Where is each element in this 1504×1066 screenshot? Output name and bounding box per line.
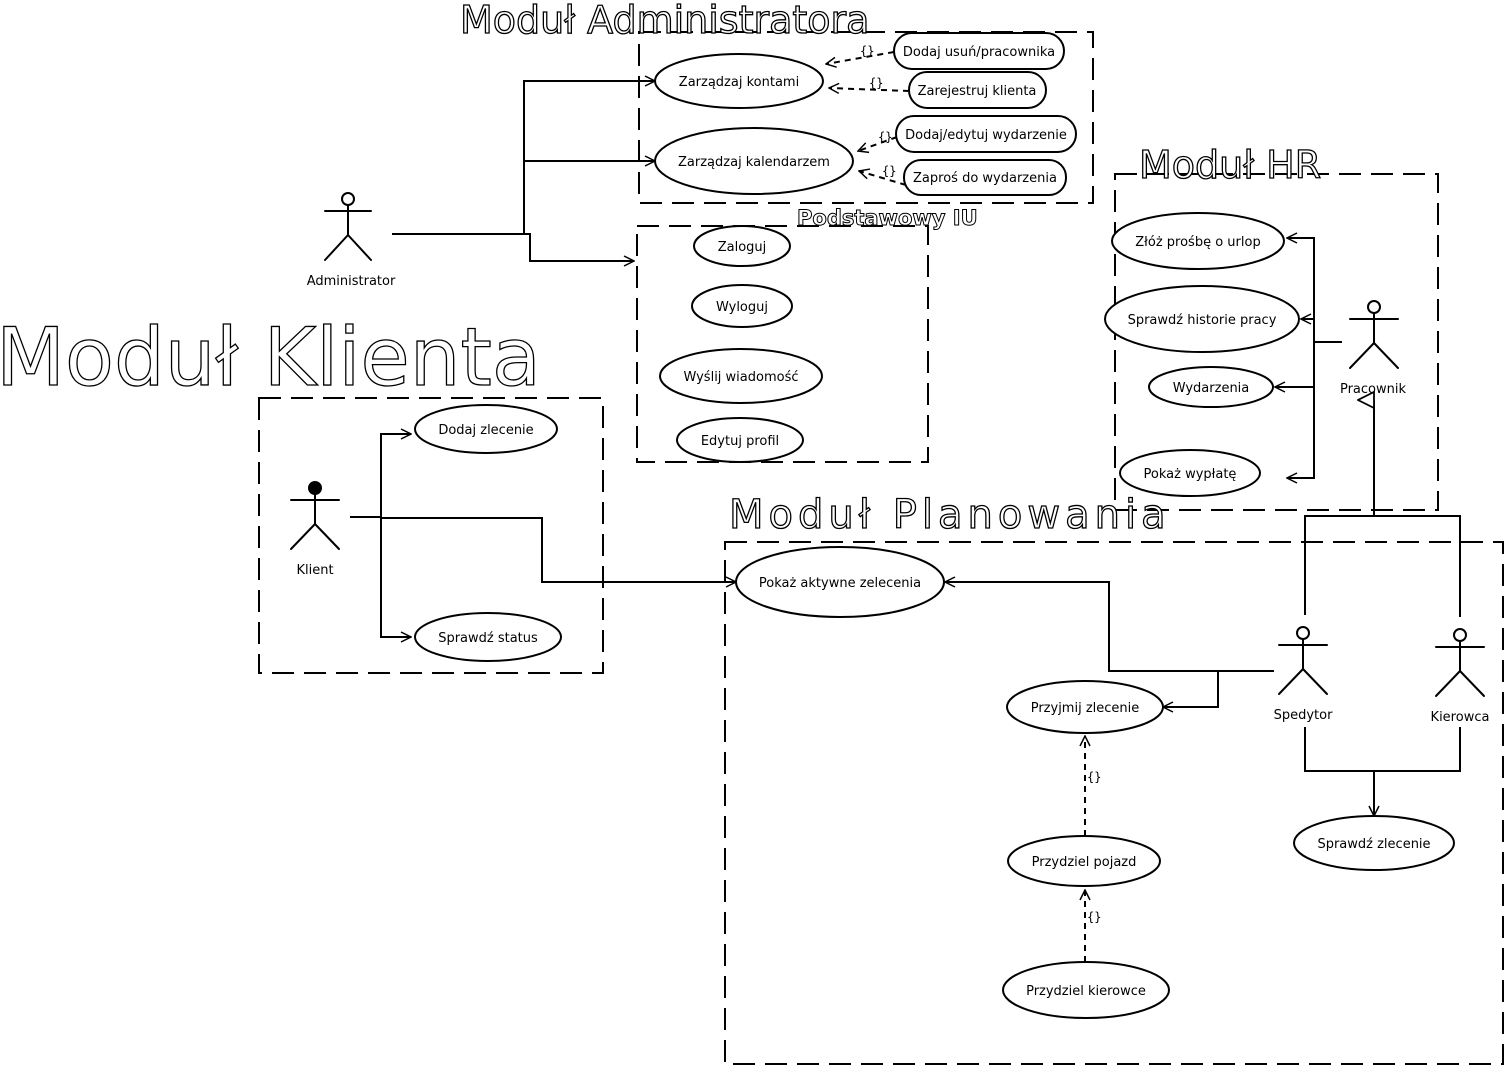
label-administrator: Administrator <box>307 274 396 289</box>
assoc-spedytor-przyjmij <box>1163 671 1219 707</box>
generalization-spedytor-kierowca <box>1304 515 1461 617</box>
basic-ui-module-title: Podstawowy IU <box>797 206 978 230</box>
use-case-edytuj-profil[interactable] <box>676 417 804 463</box>
label-zarejestruj-klienta: Zarejestruj klienta <box>918 84 1037 99</box>
label-zarzadzaj-kalendarzem: Zarządzaj kalendarzem <box>678 155 830 170</box>
use-case-sprawdz-historie[interactable] <box>1104 285 1300 353</box>
dep-dodaj-edytuj-to-kalendarzem <box>858 136 898 151</box>
use-case-sprawdz-status[interactable] <box>414 612 562 662</box>
label-dodaj-usun-pracownika: Dodaj usuń/pracownika <box>903 45 1055 60</box>
actor-administrator[interactable] <box>324 192 372 261</box>
label-dodaj-zlecenie: Dodaj zlecenie <box>438 423 533 438</box>
dep-zarejestruj-to-kontami <box>829 88 910 91</box>
client-module-title: Moduł Klienta <box>0 311 541 404</box>
label-pokaz-aktywne: Pokaż aktywne zelecenia <box>759 576 921 591</box>
dep-zapros-to-kalendarzem <box>859 171 907 186</box>
hr-module-title: Moduł HR <box>1139 143 1321 187</box>
label-zaloguj: Zaloguj <box>718 240 767 255</box>
use-case-wyloguj[interactable] <box>691 284 793 328</box>
relation-label: {} <box>882 164 896 178</box>
actor-pracownik[interactable] <box>1349 300 1399 369</box>
label-pracownik: Pracownik <box>1340 382 1407 397</box>
use-case-zapros-do-wydarzenia[interactable] <box>903 159 1067 196</box>
label-spedytor: Spedytor <box>1274 708 1333 723</box>
assoc-klient-sprawdz-status <box>380 517 411 637</box>
admin-module-title: Moduł Administratora <box>460 0 869 42</box>
actor-spedytor[interactable] <box>1278 626 1328 695</box>
assoc-klient-pokaz-aktywne <box>381 517 736 582</box>
use-case-pokaz-wyplate[interactable] <box>1119 449 1261 497</box>
use-case-dodaj-zlecenie[interactable] <box>414 404 558 454</box>
use-case-dodaj-usun-pracownika[interactable] <box>893 32 1065 70</box>
label-wyloguj: Wyloguj <box>716 300 768 315</box>
use-case-dodaj-edytuj-wydarzenie[interactable] <box>895 115 1077 153</box>
dep-dodaj-usun-to-kontami <box>826 51 895 64</box>
planning-module-title: Moduł Planowania <box>729 492 1171 538</box>
relation-label: {} <box>1087 770 1101 784</box>
label-edytuj-profil: Edytuj profil <box>701 434 779 449</box>
hr-module-boundary <box>1114 173 1439 511</box>
label-przyjmij-zlecenie: Przyjmij zlecenie <box>1031 701 1140 716</box>
label-zapros-do-wydarzenia: Zaproś do wydarzenia <box>913 171 1057 186</box>
label-sprawdz-status: Sprawdź status <box>438 631 538 646</box>
assoc-pracownik-bus <box>1287 238 1342 343</box>
relation-label: {} <box>869 76 883 90</box>
basic-ui-module-boundary <box>636 225 929 463</box>
label-kierowca: Kierowca <box>1431 710 1490 725</box>
assoc-pracownik-wyplate <box>1287 342 1315 478</box>
label-wyslij-wiadomosc: Wyślij wiadomość <box>683 370 798 385</box>
label-zarzadzaj-kontami: Zarządzaj kontami <box>679 75 799 90</box>
use-case-zloz-prosbe[interactable] <box>1111 212 1285 270</box>
relation-label: {} <box>878 130 892 144</box>
label-dodaj-edytuj-wydarzenie: Dodaj/edytuj wydarzenie <box>905 128 1067 143</box>
label-wydarzenia: Wydarzenia <box>1173 381 1250 396</box>
relation-label: {} <box>1087 910 1101 924</box>
label-przydziel-pojazd: Przydziel pojazd <box>1032 855 1137 870</box>
label-klient: Klient <box>296 563 333 578</box>
use-case-wydarzenia[interactable] <box>1148 366 1274 408</box>
client-module-boundary <box>258 397 604 674</box>
assoc-admin-kontami <box>392 81 655 235</box>
assoc-spedytor-sprawdz-zlecenie <box>1304 727 1461 772</box>
label-przydziel-kierowce: Przydziel kierowce <box>1026 984 1146 999</box>
planning-module-boundary <box>724 541 1504 1065</box>
admin-module-boundary <box>638 31 1094 204</box>
label-sprawdz-historie: Sprawdź historie pracy <box>1128 313 1277 328</box>
label-sprawdz-zlecenie: Sprawdź zlecenie <box>1317 837 1430 852</box>
actor-klient[interactable] <box>290 481 340 550</box>
label-pokaz-wyplate: Pokaż wypłatę <box>1144 467 1237 482</box>
assoc-spedytor-pokaz-aktywne <box>945 582 1274 672</box>
relation-label: {} <box>860 44 874 58</box>
actor-kierowca[interactable] <box>1435 628 1485 697</box>
use-case-zaloguj[interactable] <box>693 225 791 267</box>
assoc-klient-dodaj-zlecenie <box>350 434 411 518</box>
label-zloz-prosbe: Złóż prośbę o urlop <box>1135 235 1260 250</box>
assoc-admin-basic-ui <box>524 233 634 261</box>
use-case-wyslij-wiadomosc[interactable] <box>659 348 823 404</box>
